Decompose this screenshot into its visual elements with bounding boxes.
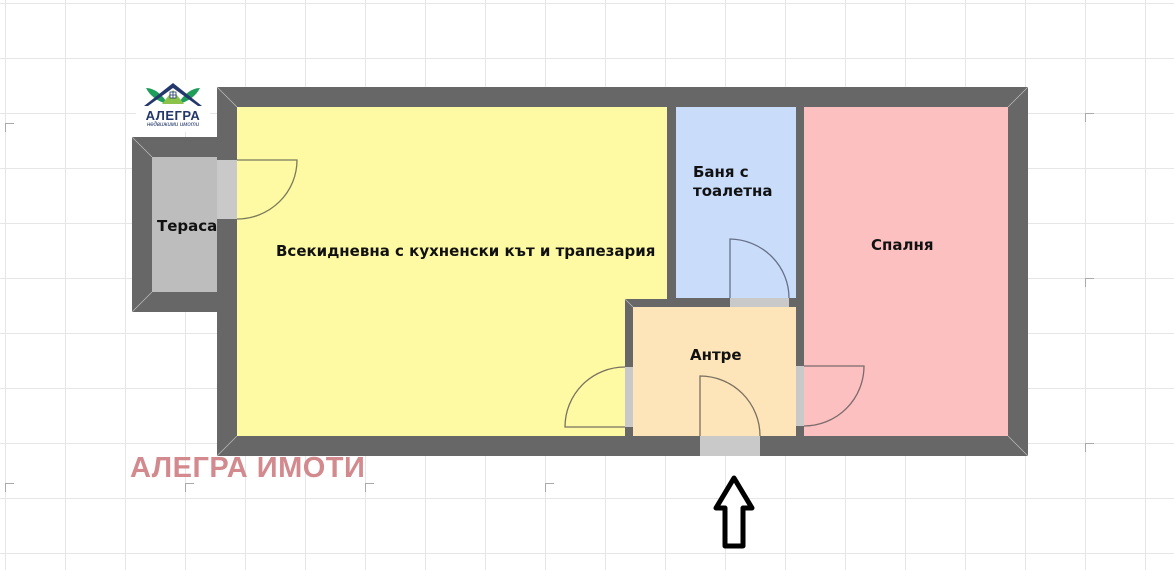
grid-tick (545, 483, 554, 492)
room-hallway (633, 307, 796, 436)
grid-tick (365, 483, 374, 492)
logo-name: АЛЕГРА (145, 108, 201, 123)
living-door-opening (625, 367, 633, 427)
grid-tick (1085, 113, 1094, 122)
company-logo: АЛЕГРА недвижими имоти (136, 80, 210, 132)
grid-tick (5, 483, 14, 492)
watermark-text: АЛЕГРА ИМОТИ (130, 452, 366, 484)
grid-tick (185, 483, 194, 492)
room-living (237, 107, 667, 436)
room-bedroom (804, 107, 1008, 436)
house-leaves-icon (144, 83, 202, 106)
grid-tick (5, 123, 14, 132)
room-label-bathroom-line1: Баня с (693, 163, 749, 181)
room-label-bathroom-line2: тоалетна (693, 182, 773, 200)
grid-tick (1085, 278, 1094, 287)
terrace-door-opening (217, 160, 237, 219)
arrow-up-outline-icon (713, 475, 755, 549)
bathroom-door-opening (730, 298, 789, 307)
room-bathroom (676, 107, 796, 298)
room-label-living: Всекидневна с кухненски кът и трапезария (276, 242, 656, 260)
room-label-hallway: Антре (690, 346, 742, 364)
entrance-door-opening (700, 436, 760, 456)
room-label-bedroom: Спалня (871, 236, 934, 254)
grid-tick (1085, 443, 1094, 452)
room-terrace (152, 157, 217, 292)
room-label-terrace: Тераса (157, 217, 218, 235)
bedroom-door-opening (796, 366, 804, 426)
logo-subtitle: недвижими имоти (146, 122, 200, 128)
